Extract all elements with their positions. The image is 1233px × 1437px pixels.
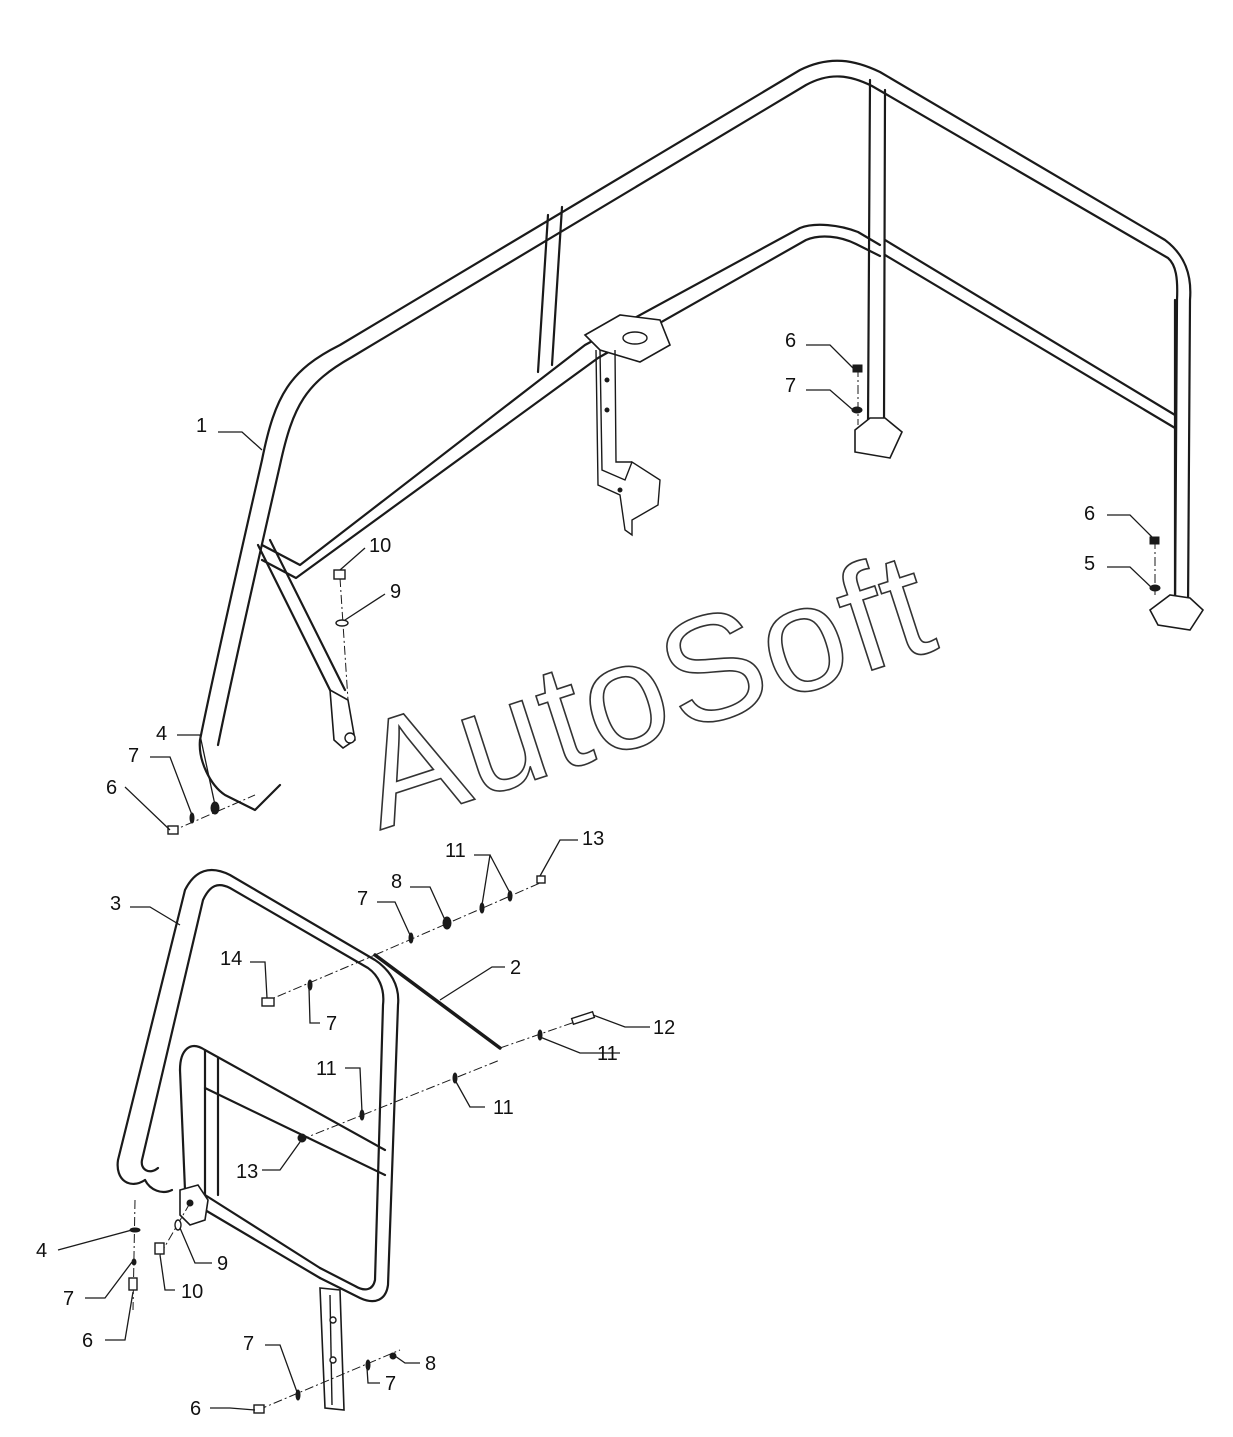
callout-6: 6	[1084, 503, 1095, 525]
rear-post-hardware	[851, 364, 863, 425]
callout-8: 8	[391, 871, 402, 893]
right-post-hardware	[1149, 536, 1161, 595]
callout-6: 6	[82, 1330, 93, 1352]
callout-11: 11	[316, 1058, 337, 1080]
callout-5: 5	[1084, 553, 1095, 575]
callout-7: 7	[357, 888, 368, 910]
callout-7: 7	[785, 375, 796, 397]
guard-rail-frame	[198, 59, 1205, 812]
callout-10: 10	[181, 1281, 203, 1303]
gate-frame	[116, 868, 400, 1411]
callout-3: 3	[110, 893, 121, 915]
callout-9: 9	[390, 581, 401, 603]
callout-labels: 1 6 7 10 9 6 5 4 7 6 3 11 13 8 7 14 7 2 …	[36, 330, 1095, 1420]
gate-rod	[373, 953, 502, 1050]
callout-2: 2	[510, 957, 521, 979]
callout-11: 11	[445, 840, 466, 862]
callout-1: 1	[196, 415, 207, 437]
callout-14: 14	[220, 948, 242, 970]
callout-8: 8	[425, 1353, 436, 1375]
callout-7: 7	[128, 745, 139, 767]
callout-4: 4	[156, 723, 167, 745]
leader-lines	[57, 344, 1153, 1411]
callout-10: 10	[369, 535, 391, 557]
center-mount-bracket	[583, 314, 672, 537]
callout-11: 11	[493, 1097, 514, 1119]
foot-bracket-hardware	[333, 569, 349, 701]
callout-6: 6	[785, 330, 796, 352]
callout-6: 6	[106, 777, 117, 799]
callout-7: 7	[243, 1333, 254, 1355]
callout-4: 4	[36, 1240, 47, 1262]
callout-7: 7	[326, 1013, 337, 1035]
gate-hardware	[128, 875, 596, 1414]
watermark-text: AutoSoft	[338, 518, 952, 861]
callout-13: 13	[236, 1161, 258, 1183]
callout-7: 7	[385, 1373, 396, 1395]
callout-9: 9	[217, 1253, 228, 1275]
callout-12: 12	[653, 1017, 675, 1039]
callout-7: 7	[63, 1288, 74, 1310]
rail-end-hardware-upper	[167, 794, 256, 835]
callout-13: 13	[582, 828, 604, 850]
callout-6: 6	[190, 1398, 201, 1420]
callout-11: 11	[597, 1043, 618, 1065]
